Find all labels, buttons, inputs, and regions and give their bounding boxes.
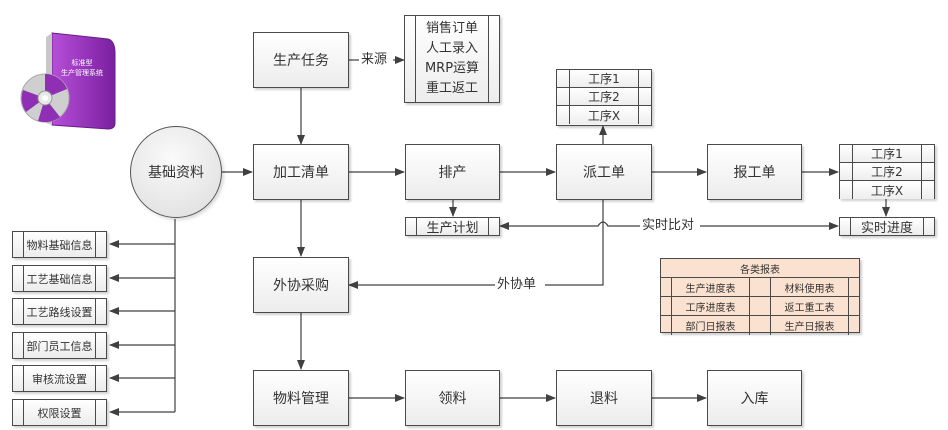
node-work-report[interactable]: 报工单 xyxy=(707,144,802,200)
report-item[interactable]: 生产进度表 xyxy=(661,278,760,297)
node-scheduling[interactable]: 排产 xyxy=(405,144,500,200)
node-processing-list[interactable]: 加工清单 xyxy=(253,144,349,200)
source-item: 重工返工 xyxy=(425,81,478,96)
node-production-plan[interactable]: 生产计划 xyxy=(405,217,500,236)
product-box-image: 标准型 生产管理系统 xyxy=(20,32,116,130)
source-item: 人工录入 xyxy=(425,41,478,56)
node-label: 入库 xyxy=(740,391,769,407)
node-outsourcing-purchase[interactable]: 外协采购 xyxy=(253,257,349,313)
node-label: 退料 xyxy=(590,391,618,407)
process-item: 工序1 xyxy=(557,70,651,88)
node-label: 生产计划 xyxy=(426,221,479,236)
edge-realtime-compare-left xyxy=(499,221,640,230)
process-item: 工序X xyxy=(557,106,651,124)
edge-label-outsourcing-order: 外协单 xyxy=(496,277,538,293)
edge-label-source: 来源 xyxy=(360,52,389,68)
basic-data-item[interactable]: 部门员工信息 xyxy=(12,332,107,359)
node-label: 物料管理 xyxy=(273,391,329,407)
node-label: 派工单 xyxy=(583,165,625,181)
dispatch-process-list[interactable]: 工序1 工序2 工序X xyxy=(556,69,652,126)
node-label: 排产 xyxy=(438,165,467,181)
node-warehousing[interactable]: 入库 xyxy=(707,370,802,426)
item-label: 工艺基础信息 xyxy=(26,272,93,286)
item-label: 部门员工信息 xyxy=(26,339,93,353)
node-material-management[interactable]: 物料管理 xyxy=(253,370,349,426)
node-label: 生产任务 xyxy=(273,53,329,69)
process-item: 工序X xyxy=(840,181,934,199)
item-label: 权限设置 xyxy=(37,406,82,420)
basic-data-item[interactable]: 审核流设置 xyxy=(12,365,107,392)
report-item[interactable]: 生产日报表 xyxy=(760,316,859,335)
node-label: 加工清单 xyxy=(273,165,329,181)
edge-label-realtime-compare: 实时比对 xyxy=(641,218,696,234)
source-item: MRP运算 xyxy=(424,61,480,76)
basic-data-item[interactable]: 权限设置 xyxy=(12,399,107,426)
node-production-task[interactable]: 生产任务 xyxy=(253,32,349,88)
item-label: 工艺路线设置 xyxy=(26,305,93,319)
process-item: 工序2 xyxy=(557,88,651,106)
reports-panel[interactable]: 各类报表 生产进度表 材料使用表 工序进度表 返工重工表 部门日报表 生产日报表 xyxy=(660,258,860,335)
node-material-return[interactable]: 退料 xyxy=(556,370,652,426)
node-label: 基础资料 xyxy=(148,165,204,181)
node-material-requisition[interactable]: 领料 xyxy=(405,370,500,426)
reports-title: 各类报表 xyxy=(661,259,859,278)
process-item: 工序1 xyxy=(840,145,934,163)
process-item: 工序2 xyxy=(840,163,934,181)
node-label: 实时进度 xyxy=(860,221,913,236)
node-basic-data[interactable]: 基础资料 xyxy=(130,126,222,218)
report-item[interactable]: 部门日报表 xyxy=(661,316,760,335)
product-title-line1: 标准型 xyxy=(72,58,93,67)
report-item[interactable]: 返工重工表 xyxy=(760,297,859,316)
edge-dispatch-to-outsourcing xyxy=(545,200,604,286)
node-label: 外协采购 xyxy=(273,278,329,294)
report-process-list[interactable]: 工序1 工序2 工序X xyxy=(839,144,935,199)
item-label: 物料基础信息 xyxy=(26,238,93,252)
source-item: 销售订单 xyxy=(425,21,478,36)
node-dispatch-order[interactable]: 派工单 xyxy=(556,144,652,200)
basic-data-item[interactable]: 工艺路线设置 xyxy=(12,298,107,325)
basic-data-item[interactable]: 工艺基础信息 xyxy=(12,265,107,292)
report-item[interactable]: 材料使用表 xyxy=(760,278,859,297)
node-label: 报工单 xyxy=(733,165,776,181)
source-list[interactable]: 销售订单 人工录入 MRP运算 重工返工 xyxy=(404,15,500,103)
report-item[interactable]: 工序进度表 xyxy=(661,297,760,316)
node-realtime-progress[interactable]: 实时进度 xyxy=(839,217,935,236)
item-label: 审核流设置 xyxy=(32,372,87,386)
basic-data-item[interactable]: 物料基础信息 xyxy=(12,231,107,258)
product-title-line2: 生产管理系统 xyxy=(61,68,103,77)
node-label: 领料 xyxy=(438,391,467,407)
